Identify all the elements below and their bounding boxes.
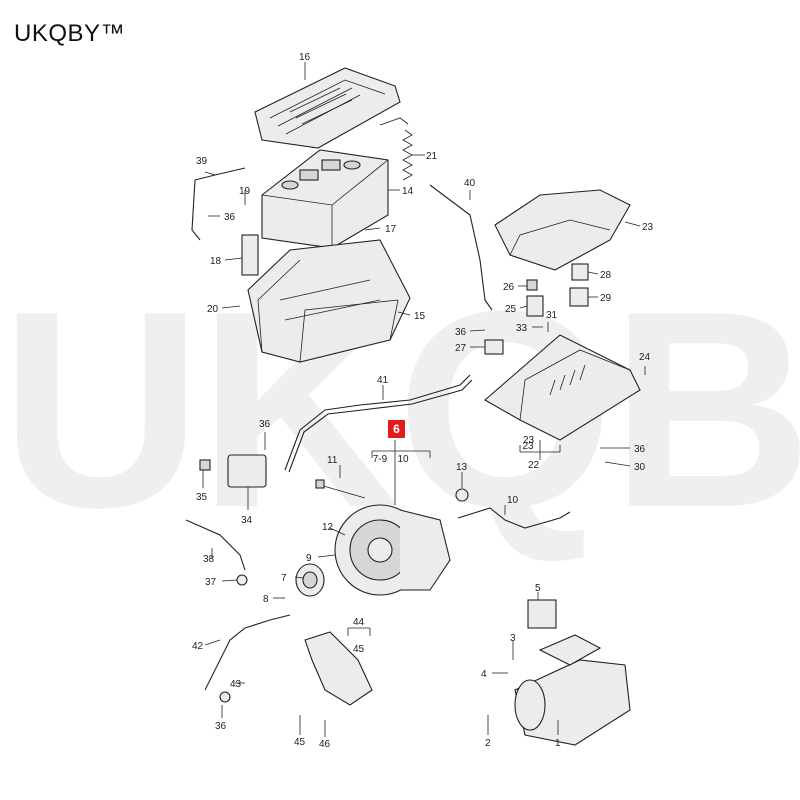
relay-29 bbox=[569, 287, 589, 307]
callout-36: 36 bbox=[224, 212, 236, 223]
callout-12: 12 bbox=[322, 522, 334, 533]
highlight-callout-6[interactable]: 6 bbox=[388, 420, 405, 438]
callout-36b: 36 bbox=[455, 327, 467, 338]
callout-33: 33 bbox=[516, 323, 528, 334]
callout-44: 44 bbox=[353, 617, 365, 628]
callout-23b: 23 bbox=[523, 435, 535, 446]
ground-cable-42 bbox=[204, 614, 291, 691]
heat-shield-44 bbox=[304, 631, 373, 706]
callout-46: 46 bbox=[319, 739, 331, 750]
callout-19: 19 bbox=[239, 186, 251, 197]
callout-13: 13 bbox=[456, 462, 468, 473]
callout-8: 8 bbox=[263, 594, 269, 605]
callout-10: 10 bbox=[507, 495, 519, 506]
callout-31: 31 bbox=[546, 310, 558, 321]
alternator bbox=[334, 504, 451, 596]
mounting-bracket-23 bbox=[494, 189, 631, 271]
callout-24: 24 bbox=[639, 352, 651, 363]
alternator-pulley bbox=[295, 563, 325, 597]
bolt-11 bbox=[319, 484, 366, 499]
callout-25: 25 bbox=[505, 304, 517, 315]
battery bbox=[261, 149, 389, 249]
callout-17: 17 bbox=[385, 224, 397, 235]
battery-clamp bbox=[241, 234, 259, 276]
control-unit-34 bbox=[199, 454, 267, 488]
nut-37 bbox=[236, 574, 248, 586]
callout-2: 2 bbox=[485, 738, 491, 749]
brand-logo: UKQBY™ bbox=[14, 20, 126, 47]
callout-35: 35 bbox=[196, 492, 208, 503]
callout-9: 9 bbox=[306, 553, 312, 564]
svg-text:6: 6 bbox=[393, 422, 400, 436]
callout-22: 22 bbox=[528, 460, 540, 471]
callout-21: 21 bbox=[426, 151, 438, 162]
callout-34: 34 bbox=[241, 515, 253, 526]
callout-11: 11 bbox=[327, 455, 338, 466]
callout-29: 29 bbox=[600, 293, 612, 304]
ground-cable-39 bbox=[191, 167, 246, 241]
callout-40: 40 bbox=[464, 178, 476, 189]
starter-motor bbox=[514, 599, 631, 746]
nut-13 bbox=[455, 488, 469, 502]
callout-45b: 45 bbox=[294, 737, 306, 748]
relay-28 bbox=[571, 263, 589, 281]
callout-27: 27 bbox=[455, 343, 467, 354]
callout-28: 28 bbox=[600, 270, 612, 281]
callout-1: 1 bbox=[555, 738, 561, 749]
callout-20: 20 bbox=[207, 304, 219, 315]
connector-27 bbox=[484, 339, 504, 355]
callout-41: 41 bbox=[377, 375, 389, 386]
callout-36e: 36 bbox=[215, 721, 227, 732]
leader-lines bbox=[202, 62, 646, 737]
ground-strap-38 bbox=[185, 519, 246, 571]
callout-7: 7 bbox=[281, 573, 287, 584]
callout-38: 38 bbox=[203, 554, 215, 565]
callout-36c: 36 bbox=[259, 419, 271, 430]
callout-39: 39 bbox=[196, 156, 208, 167]
callout-23: 23 bbox=[642, 222, 654, 233]
label-23-group: 23 bbox=[522, 441, 534, 452]
callout-4: 4 bbox=[481, 669, 487, 680]
callout-43: 43 bbox=[230, 679, 242, 690]
callout-3: 3 bbox=[510, 633, 516, 644]
callout-26: 26 bbox=[503, 282, 515, 293]
battery-cover bbox=[254, 67, 401, 149]
label-range: 7-9 bbox=[373, 454, 388, 465]
battery-cable-40 bbox=[429, 184, 493, 311]
callout-36d: 36 bbox=[634, 444, 646, 455]
fuse-carrier-plate bbox=[484, 334, 641, 441]
callout-16: 16 bbox=[299, 52, 311, 63]
wire-10 bbox=[457, 507, 571, 529]
callout-numbers: 16 21 39 14 19 36 17 18 20 15 40 23 26 2… bbox=[192, 52, 654, 750]
callout-18: 18 bbox=[210, 256, 222, 267]
cover-5 bbox=[527, 599, 557, 629]
battery-tray bbox=[247, 239, 411, 363]
callout-37: 37 bbox=[205, 577, 217, 588]
label-ten: 10 bbox=[397, 454, 409, 465]
callout-30: 30 bbox=[634, 462, 646, 473]
callout-45: 45 bbox=[353, 644, 365, 655]
callout-14: 14 bbox=[402, 186, 414, 197]
callout-5: 5 bbox=[535, 583, 541, 594]
fuse-26 bbox=[526, 279, 538, 291]
starter-cable-41 bbox=[284, 374, 471, 471]
callout-15: 15 bbox=[414, 311, 426, 322]
callout-42: 42 bbox=[192, 641, 204, 652]
fuse-holder-25 bbox=[526, 295, 544, 317]
